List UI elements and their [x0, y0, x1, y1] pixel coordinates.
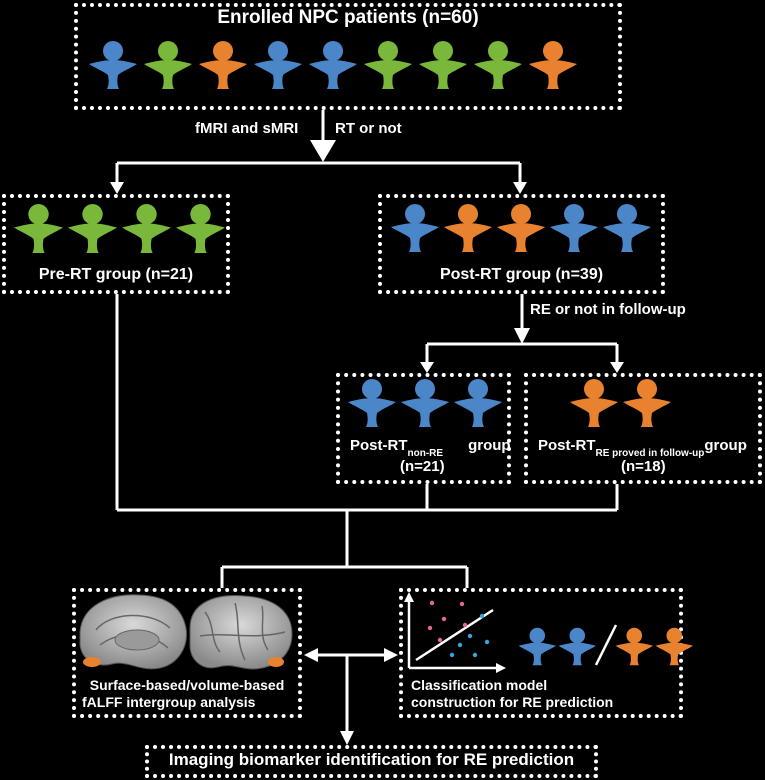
person-icon [254, 41, 302, 89]
post-rt-re-box [524, 373, 762, 484]
arrow1-right-label: RT or not [335, 120, 402, 137]
re-n-label: (n=18) [621, 458, 666, 475]
person-icon [144, 41, 192, 89]
person-icon [309, 41, 357, 89]
person-icon [348, 379, 396, 427]
person-icon [474, 41, 522, 89]
person-icon [550, 204, 598, 252]
pre-rt-label: Pre-RT group (n=21) [38, 266, 194, 283]
person-icon [391, 204, 439, 252]
arrow2-label: RE or not in follow-up [530, 301, 686, 318]
person-icon [570, 379, 618, 427]
non-re-n-label: (n=21) [400, 458, 445, 475]
person-icon [68, 204, 117, 253]
person-icon [444, 204, 492, 252]
person-icon [454, 379, 502, 427]
enrolled-title: Enrolled NPC patients (n=60) [217, 7, 479, 28]
person-icon [401, 379, 449, 427]
biomarker-label: Imaging biomarker identification for RE … [168, 750, 575, 769]
person-icon [122, 204, 171, 253]
analysis-line2: fALFF intergroup analysis [82, 694, 256, 710]
pre-rt-box [2, 194, 230, 294]
classification-box [399, 588, 683, 718]
re-group-label: Post-RTRE proved in follow-upgroup [538, 437, 747, 459]
person-icon [518, 627, 556, 666]
person-icon [199, 41, 247, 89]
enrolled-box [74, 3, 622, 110]
person-icon [176, 204, 225, 253]
post-rt-label: Post-RT group (n=39) [439, 266, 604, 283]
person-icon [558, 627, 596, 666]
person-icon [89, 41, 137, 89]
person-icon [497, 204, 545, 252]
analysis-line1: Surface-based/volume-based [89, 677, 285, 693]
non-re-group-label: Post-RTnon-RE group [350, 437, 511, 459]
classification-line2: construction for RE prediction [411, 694, 614, 710]
person-icon [623, 379, 671, 427]
person-icon [529, 41, 577, 89]
arrow1-left-label: fMRI and sMRI [195, 120, 299, 137]
post-rt-box [378, 194, 665, 294]
person-icon [603, 204, 651, 252]
person-icon [14, 204, 63, 253]
analysis-box [72, 588, 302, 718]
post-rt-non-re-box [336, 373, 511, 484]
biomarker-box [145, 745, 598, 778]
person-icon [615, 627, 653, 666]
classification-line1: Classification model [411, 677, 548, 693]
person-icon [364, 41, 412, 89]
person-icon [419, 41, 467, 89]
person-icon [655, 627, 693, 666]
